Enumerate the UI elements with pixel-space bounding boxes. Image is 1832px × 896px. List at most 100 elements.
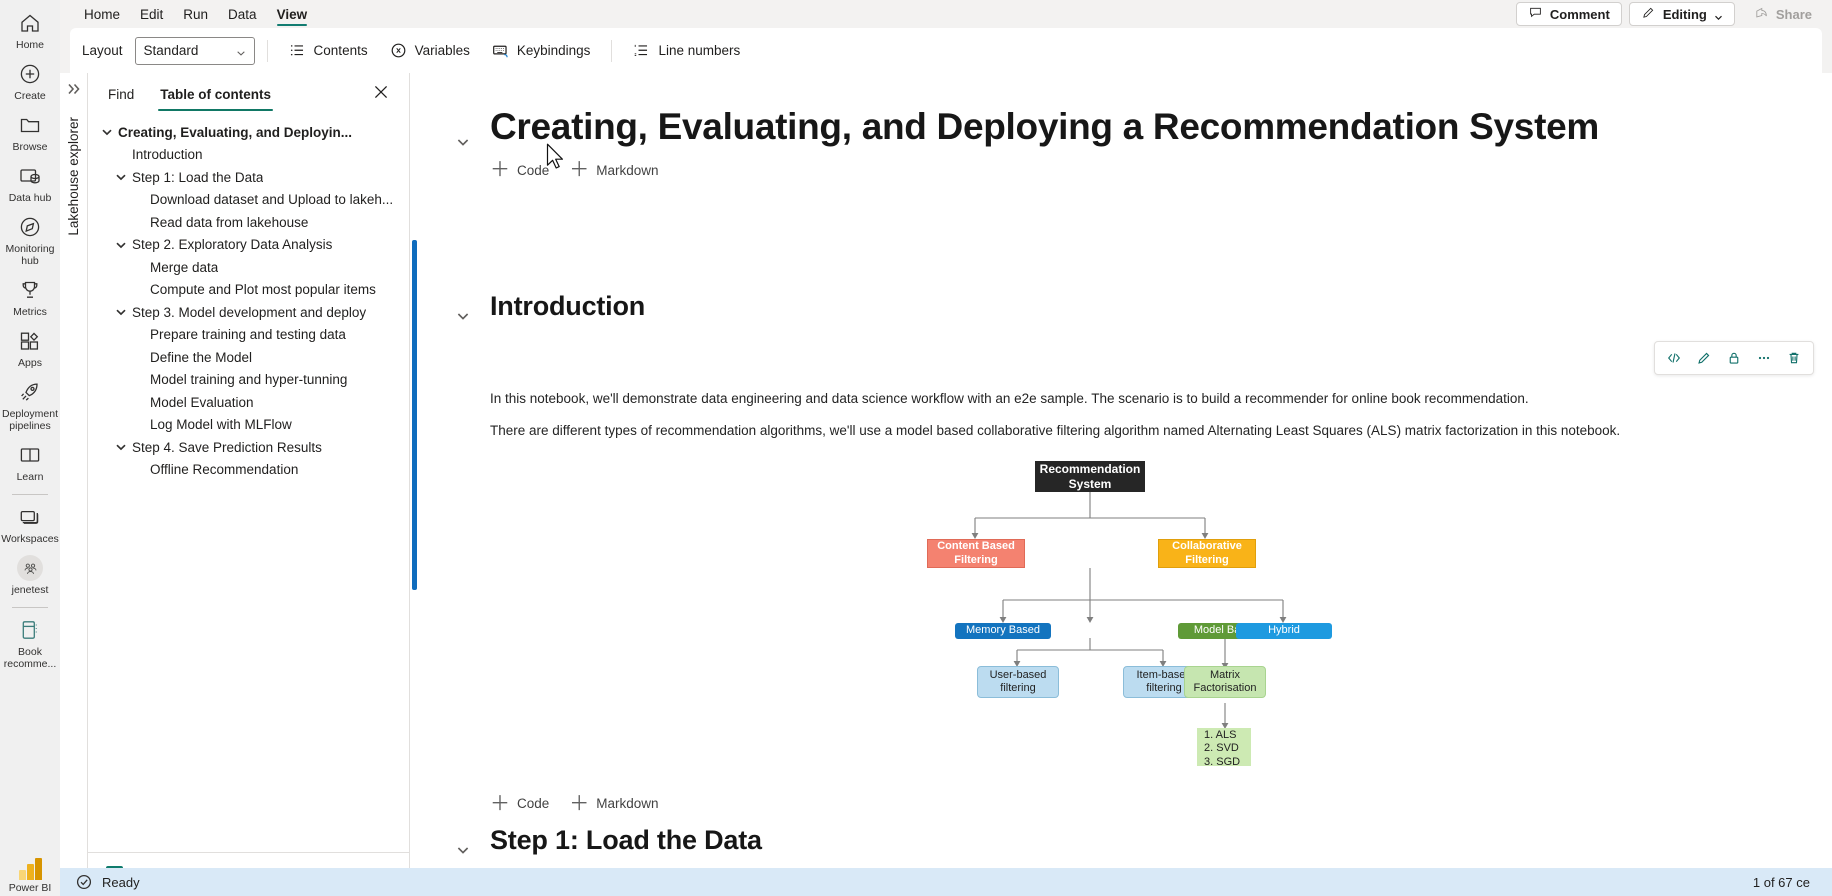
chevron-down-icon[interactable] (110, 441, 132, 453)
notebook-title: Creating, Evaluating, and Deploying a Re… (490, 106, 1599, 147)
delete-trash-icon[interactable] (1780, 345, 1808, 371)
lakehouse-explorer-strip[interactable]: Lakehouse explorer (60, 73, 88, 896)
toc-item[interactable]: Download dataset and Upload to lakeh... (88, 189, 409, 212)
cell-action-toolbar[interactable] (1654, 341, 1814, 375)
title-cell[interactable]: Creating, Evaluating, and Deploying a Re… (490, 105, 1792, 182)
toc-item[interactable]: Step 3. Model development and deploy (88, 301, 409, 324)
add-markdown-cell-button-middle[interactable]: ＋ Markdown (569, 792, 659, 815)
toc-item[interactable]: Compute and Plot most popular items (88, 279, 409, 302)
rail-item-home[interactable]: Home (0, 4, 60, 55)
toc-item[interactable]: Step 4. Save Prediction Results (88, 436, 409, 459)
toc-item-label: Model training and hyper-tunning (150, 372, 348, 388)
status-text: Ready (102, 874, 140, 890)
comment-icon (1528, 5, 1543, 23)
code-view-icon[interactable] (1660, 345, 1688, 371)
menu-item-data[interactable]: Data (228, 6, 257, 22)
chevron-down-icon[interactable] (110, 239, 132, 251)
more-options-icon[interactable] (1750, 345, 1778, 371)
tab-find[interactable]: Find (108, 87, 135, 102)
rail-item-learn[interactable]: Learn (0, 436, 60, 487)
rail-item-book-recommendation[interactable]: Book recomme... (0, 611, 60, 674)
rail-item-workspaces[interactable]: Workspaces (0, 498, 60, 549)
toc-item-label: Log Model with MLFlow (150, 417, 292, 433)
trophy-icon (17, 277, 43, 303)
edit-pencil-icon[interactable] (1690, 345, 1718, 371)
rail-item-jenetest[interactable]: jenetest (0, 549, 60, 600)
rail-item-monitoring-hub[interactable]: Monitoring hub (0, 208, 60, 271)
rail-item-create[interactable]: Create (0, 55, 60, 106)
toc-item[interactable]: Offline Recommendation (88, 459, 409, 482)
menu-item-home[interactable]: Home (84, 6, 121, 22)
diagram-node-item-based-label: Item-based filtering (1136, 668, 1192, 694)
menu-item-edit[interactable]: Edit (140, 6, 164, 22)
introduction-cell[interactable]: Introduction (490, 291, 1792, 322)
layout-select[interactable]: Standard (134, 36, 255, 65)
fold-toggle-title-cell[interactable] (454, 133, 472, 151)
toc-item-list[interactable]: Creating, Evaluating, and Deployin...Int… (88, 111, 409, 852)
toc-item-label: Step 3. Model development and deploy (132, 304, 367, 320)
toc-item[interactable]: Step 1: Load the Data (88, 166, 409, 189)
tab-table-of-contents[interactable]: Table of contents (158, 83, 273, 111)
add-markdown-cell-button-top[interactable]: ＋ Markdown (569, 159, 659, 182)
chevron-down-icon[interactable] (110, 306, 132, 318)
chevron-down-icon[interactable] (110, 171, 132, 183)
power-bi-logo[interactable]: Power BI (0, 858, 60, 894)
rail-label-metrics: Metrics (13, 306, 47, 318)
menu-item-view[interactable]: View (267, 0, 318, 28)
layout-select-value: Standard (143, 43, 199, 58)
rail-item-metrics[interactable]: Metrics (0, 271, 60, 322)
book-open-icon (17, 442, 43, 468)
toc-item[interactable]: Step 2. Exploratory Data Analysis (88, 234, 409, 257)
intro-paragraph-1: In this notebook, we'll demonstrate data… (490, 388, 1702, 410)
contents-button[interactable]: Contents (280, 36, 377, 66)
toc-item[interactable]: Read data from lakehouse (88, 211, 409, 234)
toc-item[interactable]: Introduction (88, 144, 409, 167)
rail-divider-1 (12, 494, 48, 495)
close-icon[interactable] (371, 82, 391, 102)
canvas-scrollbar[interactable] (1825, 73, 1832, 868)
add-code-cell-button-top[interactable]: ＋ Code (490, 159, 550, 182)
diagram-node-hybrid: Hybrid (1236, 623, 1332, 639)
editing-mode-button[interactable]: Editing (1628, 2, 1735, 26)
rail-item-data-hub[interactable]: Data hub (0, 157, 60, 208)
fold-toggle-introduction-cell[interactable] (454, 307, 472, 325)
rail-label-learn: Learn (16, 471, 44, 483)
rail-label-browse: Browse (12, 141, 48, 153)
database-icon (17, 163, 43, 189)
toc-item[interactable]: Model Evaluation (88, 391, 409, 414)
rail-label-workspaces: Workspaces (1, 533, 59, 545)
fold-toggle-step1-cell[interactable] (454, 841, 472, 859)
keybindings-button[interactable]: Keybindings (483, 36, 600, 66)
rail-label-home: Home (15, 39, 44, 51)
step1-cell[interactable]: Step 1: Load the Data (490, 825, 1792, 856)
menu-item-run[interactable]: Run (183, 6, 209, 22)
recommendation-system-diagram: Recommendation System Content Based Filt… (927, 438, 1535, 768)
rail-label-deployment-pipelines: Deployment pipelines (1, 408, 59, 432)
add-code-label-top: Code (517, 162, 550, 178)
chevron-down-icon[interactable] (96, 126, 118, 138)
toc-item[interactable]: Merge data (88, 256, 409, 279)
notebook-canvas[interactable]: Creating, Evaluating, and Deploying a Re… (410, 73, 1832, 896)
rail-item-deployment-pipelines[interactable]: Deployment pipelines (0, 373, 60, 436)
comment-button[interactable]: Comment (1515, 2, 1622, 26)
expand-double-chevron-icon[interactable] (66, 81, 82, 97)
toc-item[interactable]: Log Model with MLFlow (88, 414, 409, 437)
diagram-connectors (971, 491, 1287, 729)
lock-icon[interactable] (1720, 345, 1748, 371)
toc-item[interactable]: Define the Model (88, 346, 409, 369)
check-circle-icon (76, 874, 92, 890)
toc-item[interactable]: Model training and hyper-tunning (88, 369, 409, 392)
rail-item-apps[interactable]: Apps (0, 322, 60, 373)
line-numbers-button[interactable]: Line numbers (624, 36, 749, 66)
rail-item-browse[interactable]: Browse (0, 106, 60, 157)
diagram-node-algorithm-list: 1. ALS 2. SVD 3. SGD (1197, 728, 1251, 768)
share-button[interactable]: Share (1742, 2, 1824, 26)
view-ribbon: Layout Standard Contents (60, 28, 1832, 73)
toc-item-label: Step 2. Exploratory Data Analysis (132, 237, 333, 253)
diagram-node-matrix-factorisation: Matrix Factorisation (1184, 666, 1266, 698)
add-code-cell-button-middle[interactable]: ＋ Code (490, 792, 550, 815)
variables-button[interactable]: Variables (381, 36, 479, 66)
add-cell-bar-top: ＋ Code ＋ Markdown (490, 159, 1792, 182)
toc-item[interactable]: Prepare training and testing data (88, 324, 409, 347)
toc-item[interactable]: Creating, Evaluating, and Deployin... (88, 121, 409, 144)
